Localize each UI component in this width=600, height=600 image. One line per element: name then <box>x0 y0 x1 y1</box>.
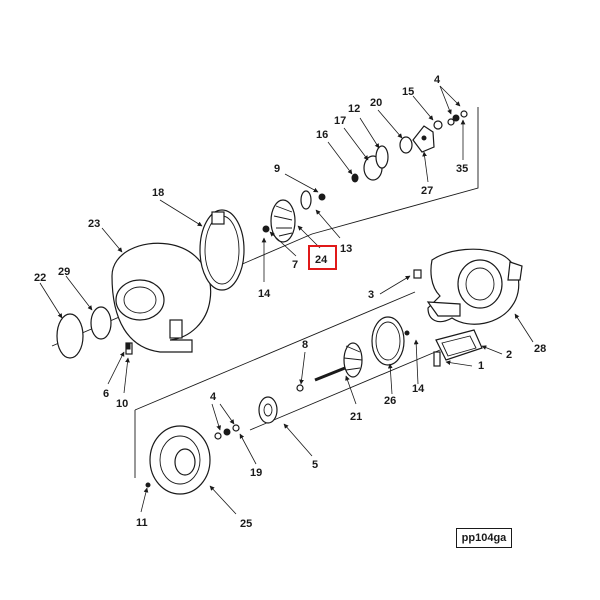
callout-4-bottom: 4 <box>210 391 217 403</box>
washer-end <box>460 110 468 118</box>
washer-lower <box>232 424 240 432</box>
callout-20: 20 <box>370 97 382 109</box>
callout-10: 10 <box>116 398 128 410</box>
lock-nut-lower <box>223 428 231 436</box>
callout-11: 11 <box>136 517 148 529</box>
thrust-plate <box>412 125 435 153</box>
insert-seal-ring <box>399 136 413 154</box>
callout-26: 26 <box>384 395 396 407</box>
compressor-wheel <box>262 199 296 243</box>
turbine-v-band-clamp <box>371 316 410 366</box>
callout-1: 1 <box>478 360 484 372</box>
turbine-housing <box>426 248 523 325</box>
callout-18: 18 <box>152 187 164 199</box>
lock-screw <box>126 343 131 350</box>
callout-29: 29 <box>58 266 70 278</box>
callout-12: 12 <box>348 103 360 115</box>
washer-small <box>447 118 455 126</box>
washer-lower-2 <box>214 432 222 440</box>
highlighted-callout-box <box>308 245 337 270</box>
oil-seal <box>351 173 359 183</box>
callout-13: 13 <box>340 243 352 255</box>
callout-16: 16 <box>316 129 328 141</box>
stud <box>433 351 441 367</box>
bearing-housing <box>149 425 211 495</box>
callout-14-upper: 14 <box>258 288 271 300</box>
turbine-shaft-wheel <box>314 342 363 382</box>
seal-ring-small <box>318 193 326 201</box>
washer <box>433 120 443 130</box>
o-ring-seal <box>90 306 112 340</box>
callout-3: 3 <box>368 289 374 301</box>
callout-27: 27 <box>421 185 433 197</box>
compressor-housing <box>111 242 212 353</box>
callout-22: 22 <box>34 272 46 284</box>
callout-25: 25 <box>240 518 252 530</box>
housing-nut <box>413 269 422 279</box>
callout-24: 24 <box>315 254 328 266</box>
callout-14-lower: 14 <box>412 383 425 395</box>
callout-19: 19 <box>250 467 262 479</box>
retaining-ring <box>300 190 312 210</box>
callout-8: 8 <box>302 339 308 351</box>
callout-23: 23 <box>88 218 100 230</box>
callout-35: 35 <box>456 163 468 175</box>
callout-17: 17 <box>334 115 346 127</box>
nut <box>452 114 460 122</box>
thrust-bearing <box>375 145 389 169</box>
leader-lines <box>39 85 534 515</box>
callout-21: 21 <box>350 411 362 423</box>
callout-labels: 1 2 3 4 4 5 6 7 8 9 10 11 12 13 14 14 15… <box>34 74 546 530</box>
callout-4-top: 4 <box>434 74 441 86</box>
callout-9: 9 <box>274 163 280 175</box>
callout-28: 28 <box>534 343 546 355</box>
callout-7: 7 <box>292 259 298 271</box>
journal-bearing <box>258 396 278 424</box>
v-band-clamp <box>199 209 245 291</box>
callout-5: 5 <box>312 459 318 471</box>
callout-6: 6 <box>103 388 109 400</box>
figure-id-label: pp104ga <box>456 528 512 548</box>
snap-ring <box>56 313 84 359</box>
callout-2: 2 <box>506 349 512 361</box>
flange-gasket <box>435 329 483 361</box>
housing-bolt <box>145 482 151 488</box>
piston-ring <box>296 384 304 392</box>
callout-15: 15 <box>402 86 414 98</box>
